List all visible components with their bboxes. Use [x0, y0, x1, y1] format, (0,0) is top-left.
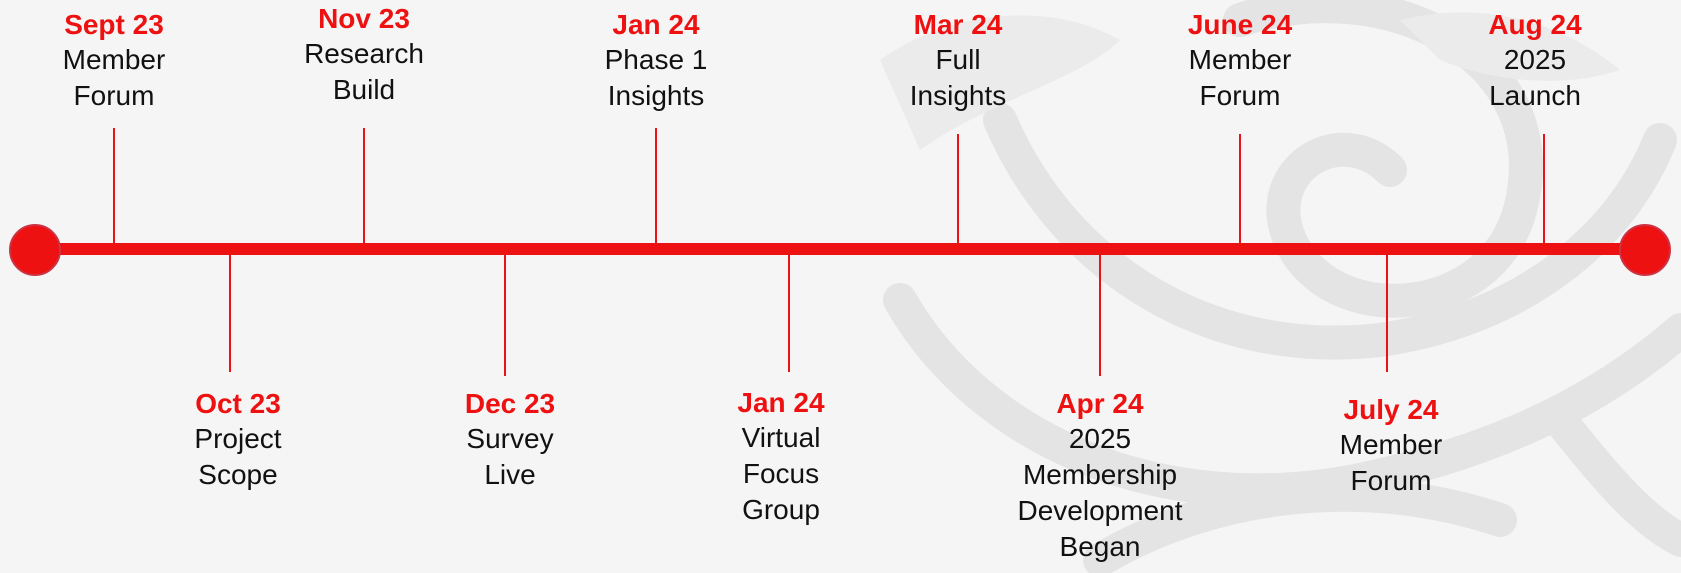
milestone-line: Member: [1188, 44, 1292, 75]
milestone-line: Live: [484, 459, 536, 490]
milestone-line: Insights: [607, 80, 705, 111]
milestone-date: June 24: [1187, 9, 1293, 40]
milestone-line: Virtual: [741, 422, 821, 453]
milestone-description: Phase 1 Insights: [536, 42, 776, 114]
milestone-oct-23: Oct 23 Project Scope: [118, 386, 358, 493]
milestone-line: Development: [1017, 495, 1183, 526]
milestone-jan-24-phase1: Jan 24 Phase 1 Insights: [536, 7, 776, 114]
milestone-line: Scope: [198, 459, 278, 490]
milestone-description: Project Scope: [118, 421, 358, 493]
milestone-nov-23: Nov 23 Research Build: [244, 1, 484, 108]
milestone-line: Research: [304, 38, 424, 69]
milestone-description: Research Build: [244, 36, 484, 108]
milestone-date: Jan 24: [612, 9, 700, 40]
milestone-date: Oct 23: [195, 388, 281, 419]
milestone-july-24: July 24 Member Forum: [1271, 392, 1511, 499]
milestone-jan-24-focus: Jan 24 Virtual Focus Group: [661, 385, 901, 528]
milestone-line: Member: [62, 44, 166, 75]
milestone-description: Virtual Focus Group: [661, 420, 901, 528]
milestone-line: Forum: [1199, 80, 1281, 111]
milestone-line: 2025: [1503, 44, 1567, 75]
milestone-line: Full: [935, 44, 981, 75]
milestone-mar-24: Mar 24 Full Insights: [838, 7, 1078, 114]
milestone-line: Began: [1059, 531, 1141, 562]
milestone-aug-24: Aug 24 2025 Launch: [1415, 7, 1655, 114]
milestone-line: Survey: [466, 423, 554, 454]
milestone-date: Jan 24: [737, 387, 825, 418]
milestone-dec-23: Dec 23 Survey Live: [390, 386, 630, 493]
rose-watermark-fill: [880, 12, 1620, 150]
milestone-date: Dec 23: [464, 388, 556, 419]
milestone-apr-24: Apr 24 2025 Membership Development Began: [980, 386, 1220, 565]
milestone-line: Phase 1: [604, 44, 708, 75]
milestone-line: 2025: [1068, 423, 1132, 454]
milestone-line: Forum: [1350, 465, 1432, 496]
milestone-date: Mar 24: [913, 9, 1003, 40]
timeline-line: [30, 243, 1652, 255]
milestone-description: Member Forum: [1120, 42, 1360, 114]
milestone-line: Member: [1339, 429, 1443, 460]
milestone-line: Group: [742, 494, 820, 525]
rose-watermark: [883, 0, 1681, 573]
milestone-line: Membership: [1022, 459, 1178, 490]
milestone-date: Aug 24: [1488, 9, 1582, 40]
milestone-line: Build: [332, 74, 396, 105]
milestone-date: July 24: [1343, 394, 1439, 425]
milestone-description: Member Forum: [0, 42, 234, 114]
timeline-start-dot: [9, 224, 61, 276]
milestone-line: Launch: [1489, 80, 1581, 111]
milestone-description: Full Insights: [838, 42, 1078, 114]
milestone-june-24: June 24 Member Forum: [1120, 7, 1360, 114]
milestone-description: Survey Live: [390, 421, 630, 493]
timeline-end-dot: [1619, 224, 1671, 276]
milestone-line: Focus: [742, 458, 820, 489]
milestone-line: Insights: [909, 80, 1007, 111]
milestone-date: Apr 24: [1056, 388, 1144, 419]
milestone-date: Sept 23: [64, 9, 164, 40]
milestone-description: 2025 Membership Development Began: [980, 421, 1220, 565]
milestone-description: Member Forum: [1271, 427, 1511, 499]
milestone-date: Nov 23: [318, 3, 410, 34]
milestone-description: 2025 Launch: [1415, 42, 1655, 114]
milestone-line: Project: [194, 423, 282, 454]
milestone-line: Forum: [73, 80, 155, 111]
milestone-sept-23: Sept 23 Member Forum: [0, 7, 234, 114]
